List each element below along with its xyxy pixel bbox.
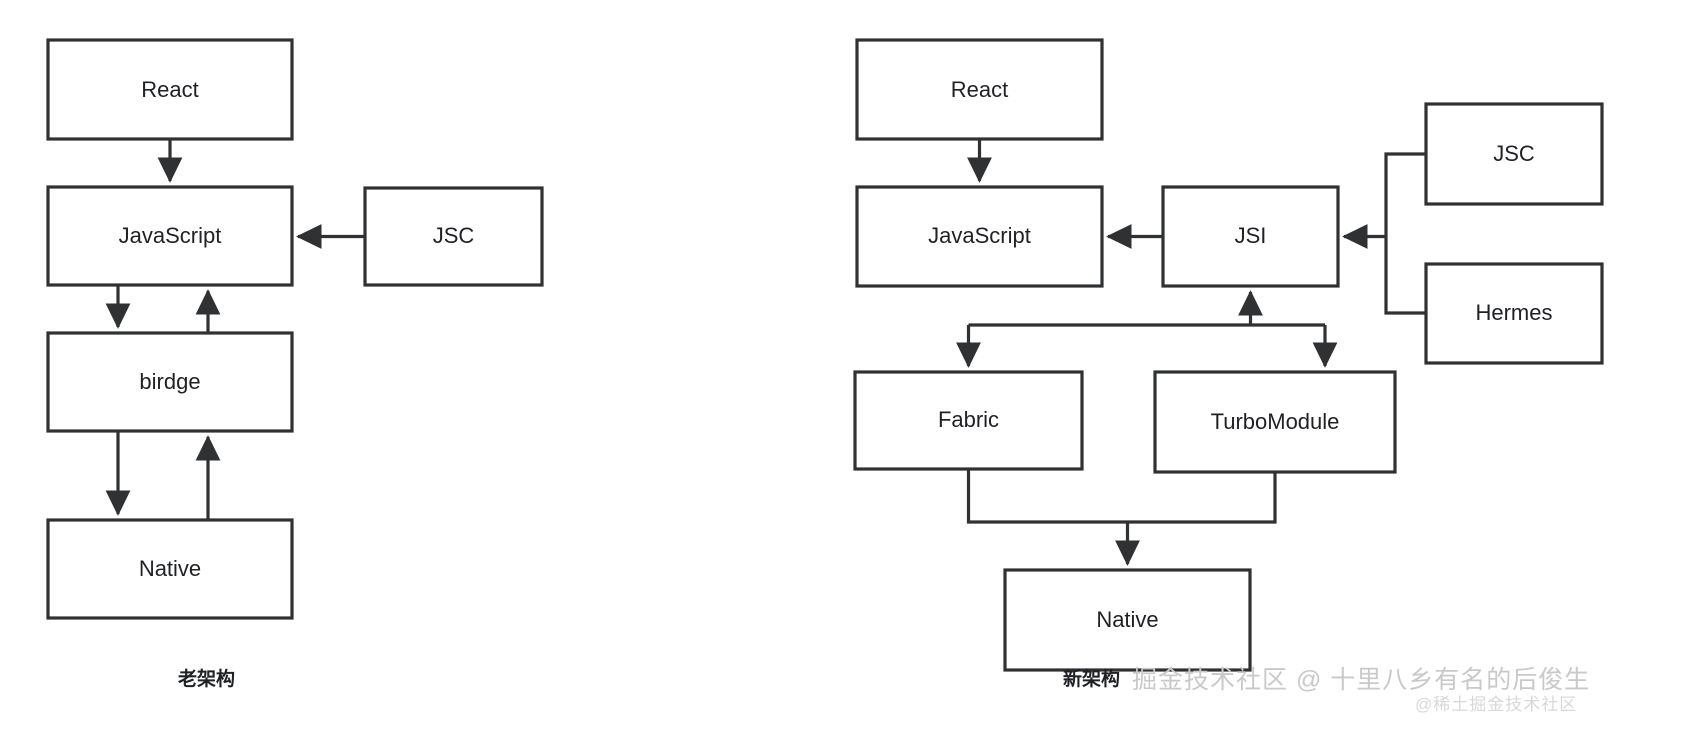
old-native-rect[interactable] xyxy=(46,518,294,620)
node-new-jsi[interactable]: JSI xyxy=(1161,185,1340,288)
new-jsi-rect[interactable] xyxy=(1161,185,1340,288)
old-native-label: Native xyxy=(139,556,201,581)
node-new-fabric[interactable]: Fabric xyxy=(853,370,1084,471)
old-react-label: React xyxy=(141,77,198,102)
node-old-birdge[interactable]: birdge xyxy=(46,331,294,433)
node-new-hermes[interactable]: Hermes xyxy=(1424,262,1604,365)
node-new-javascript[interactable]: JavaScript xyxy=(855,185,1104,288)
new-javascript-rect[interactable] xyxy=(855,185,1104,288)
old-jsc-rect[interactable] xyxy=(363,186,544,287)
old-birdge-rect[interactable] xyxy=(46,331,294,433)
new-turbomodule-label: TurboModule xyxy=(1211,409,1340,434)
new-native-label: Native xyxy=(1096,607,1158,632)
edge-new-modules-merge-bus xyxy=(966,469,1277,524)
node-old-native[interactable]: Native xyxy=(46,518,294,620)
new-react-label: React xyxy=(951,77,1008,102)
node-new-react[interactable]: React xyxy=(855,38,1104,141)
edge-new-engines-bus xyxy=(1384,152,1426,315)
new-native-rect[interactable] xyxy=(1003,568,1252,672)
node-new-native[interactable]: Native xyxy=(1003,568,1252,672)
new-jsc-label: JSC xyxy=(1493,141,1535,166)
node-new-jsc[interactable]: JSC xyxy=(1424,102,1604,206)
old-javascript-rect[interactable] xyxy=(46,185,294,287)
caption-new-architecture: 新架构 xyxy=(1063,669,1121,690)
old-javascript-label: JavaScript xyxy=(119,223,222,248)
new-hermes-rect[interactable] xyxy=(1424,262,1604,365)
old-jsc-label: JSC xyxy=(433,223,475,248)
new-javascript-label: JavaScript xyxy=(928,223,1031,248)
watermark-secondary: @稀土掘金技术社区 xyxy=(1415,695,1578,714)
new-fabric-label: Fabric xyxy=(938,407,999,432)
caption-old-architecture: 老架构 xyxy=(178,669,236,690)
old-react-rect[interactable] xyxy=(46,38,294,141)
node-old-jsc[interactable]: JSC xyxy=(363,186,544,287)
new-hermes-label: Hermes xyxy=(1475,300,1552,325)
node-old-react[interactable]: React xyxy=(46,38,294,141)
new-fabric-rect[interactable] xyxy=(853,370,1084,471)
new-jsi-label: JSI xyxy=(1235,223,1267,248)
new-architecture-group: React JavaScript JSI JSC Hermes Fabric xyxy=(853,38,1604,672)
node-old-javascript[interactable]: JavaScript xyxy=(46,185,294,287)
node-new-turbomodule[interactable]: TurboModule xyxy=(1153,370,1397,474)
watermark-primary: 掘金技术社区 @ 十里八乡有名的后俊生 xyxy=(1132,666,1591,694)
old-architecture-group: React JavaScript JSC birdge Native xyxy=(46,38,544,620)
new-jsc-rect[interactable] xyxy=(1424,102,1604,206)
old-birdge-label: birdge xyxy=(139,369,200,394)
new-react-rect[interactable] xyxy=(855,38,1104,141)
new-turbomodule-rect[interactable] xyxy=(1153,370,1397,474)
